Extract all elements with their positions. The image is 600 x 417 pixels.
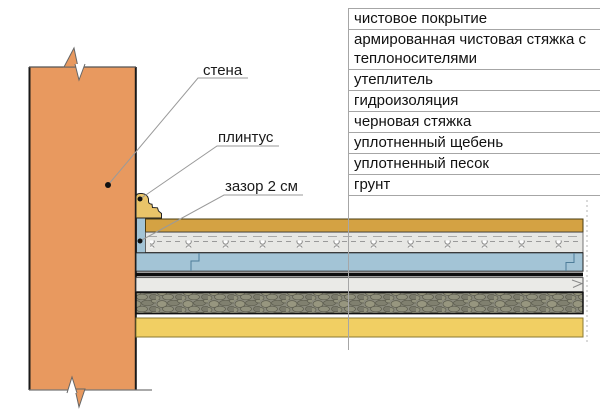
legend-row: уплотненный щебень [349,133,600,154]
layer-finish-coat [145,218,584,233]
wall-break-bottom-icon [66,375,86,409]
plinth-label: плинтус [218,129,274,146]
edge-gap-strip [136,217,146,254]
plinth-leader-dot [137,196,143,202]
wall-leader-dot [105,182,111,188]
layer-rough-screed [135,277,584,293]
layer-gravel [135,291,584,315]
legend-row: утеплитель [349,70,600,91]
insulation-joint-left [190,253,200,271]
rough-screed-break-icon [571,279,584,288]
wall [29,67,136,390]
layer-waterproofing [136,272,583,277]
legend-row: гидроизоляция [349,91,600,112]
insulation-joint-right [565,253,575,271]
legend-item-label: черновая стяжка [354,113,472,130]
layer-insulation [135,252,584,272]
legend-row: чистовое покрытие [349,9,600,30]
layers-legend: чистовое покрытие армированная чистовая … [349,8,600,196]
legend-row: уплотненный песок [349,154,600,175]
legend-item-label: уплотненный щебень [354,134,504,151]
legend-item-label: чистовое покрытие [354,10,488,27]
legend-row: армированная чистовая стяжка с теплоноси… [349,30,600,70]
heating-pipes-row [150,240,580,248]
legend-item-label: грунт [354,176,391,193]
gap-leader-line [139,194,303,242]
wall-break-top-icon [63,46,86,82]
wall-leader-line [107,77,248,186]
legend-item-label: армированная чистовая стяжка с теплоноси… [354,31,587,67]
legend-item-label: гидроизоляция [354,92,459,109]
legend-item-label: утеплитель [354,71,433,88]
gap-label: зазор 2 см [225,178,298,195]
legend-row: грунт [349,175,600,196]
gap-leader-dot [137,238,143,244]
legend-item-label: уплотненный песок [354,155,489,172]
plinth-leader-line [139,145,279,200]
layer-sand [135,317,584,338]
wall-label: стена [203,62,243,79]
legend-row: черновая стяжка [349,112,600,133]
